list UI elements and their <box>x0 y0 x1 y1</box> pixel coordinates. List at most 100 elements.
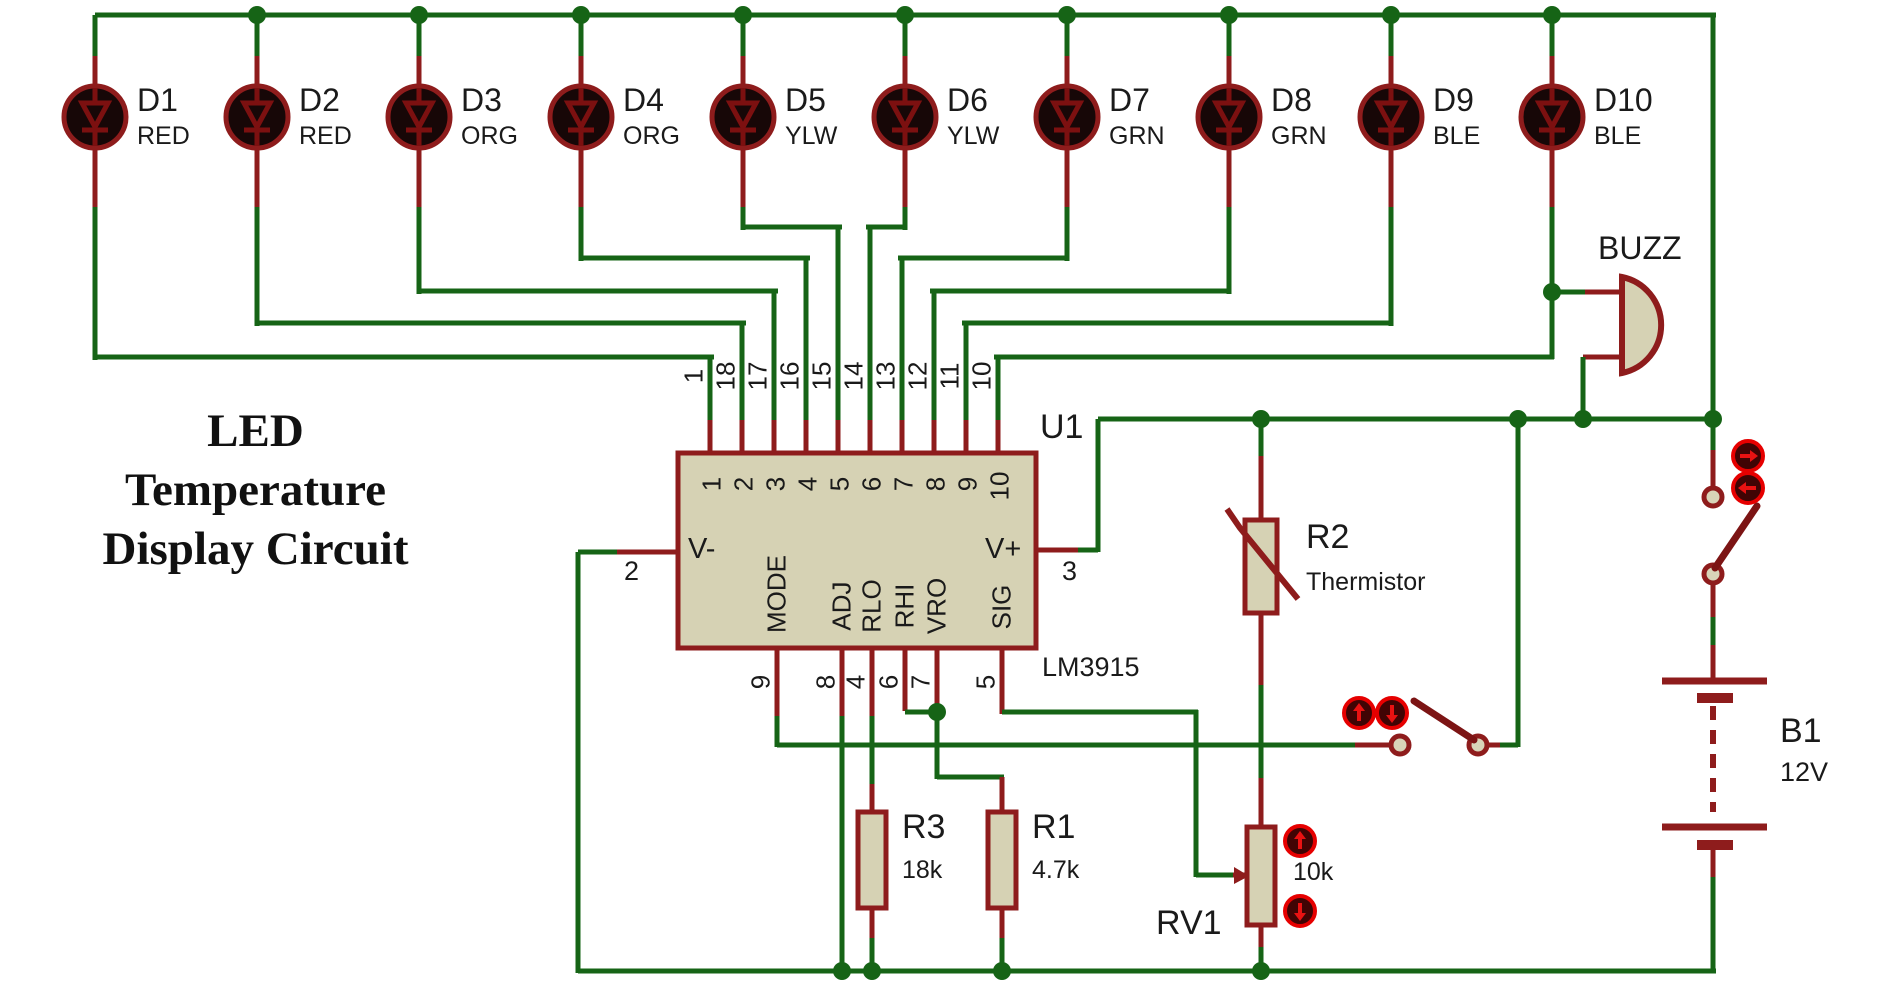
power-switch-close-button[interactable] <box>1731 439 1765 473</box>
led-d6-symbol <box>871 83 939 151</box>
ic-top-inner-10: 10 <box>984 471 1015 501</box>
top-pin-label-10: 10 <box>966 361 997 391</box>
thermistor-ref: R2 <box>1306 518 1350 556</box>
led-d1-color: RED <box>137 122 190 150</box>
top-pin-label-16: 16 <box>774 361 805 391</box>
junction-dot <box>863 962 881 980</box>
led-d5-symbol <box>709 83 777 151</box>
thermistor-value: Thermistor <box>1306 568 1426 596</box>
led-d2-ref: D2 <box>299 82 340 118</box>
led-d5-ref: D5 <box>785 82 826 118</box>
r1-value: 4.7k <box>1032 856 1080 884</box>
title-line-2: Temperature <box>124 464 387 516</box>
led-d6-color: YLW <box>947 122 1000 150</box>
led-d3-ref: D3 <box>461 82 502 118</box>
ic-top-inner-8: 8 <box>920 476 951 492</box>
ic-top-inner-7: 7 <box>888 476 919 492</box>
ic-adj-label: ADJ <box>826 581 857 631</box>
junction-dot <box>1704 410 1722 428</box>
ic-part-number: LM3915 <box>1042 652 1140 682</box>
junction-dot <box>1543 283 1561 301</box>
ic-body <box>675 450 1039 651</box>
ic-mode-label: MODE <box>761 555 792 633</box>
ic-top-inner-2: 2 <box>728 476 759 492</box>
junction-dot <box>993 962 1011 980</box>
mode-switch-contact-left <box>1388 733 1412 757</box>
led-d7-symbol <box>1033 83 1101 151</box>
junction-dot <box>1220 6 1238 24</box>
led-d8-ref: D8 <box>1271 82 1312 118</box>
ic-ref: U1 <box>1040 408 1084 446</box>
led-d6-ref: D6 <box>947 82 988 118</box>
led-d5-color: YLW <box>785 122 838 150</box>
resistor-r3-body <box>855 809 889 911</box>
junction-dot <box>1543 6 1561 24</box>
top-pin-label-12: 12 <box>902 361 933 391</box>
buzzer-ref: BUZZ <box>1598 230 1682 266</box>
pot-wiper-arrowhead <box>1234 867 1249 884</box>
junction-dot <box>410 6 428 24</box>
buzzer-body <box>1619 273 1665 377</box>
led-d1-ref: D1 <box>137 82 178 118</box>
led-d10-ref: D10 <box>1594 82 1653 118</box>
title-line-1: LED <box>207 405 304 457</box>
power-switch-lever[interactable] <box>1711 502 1761 572</box>
mode-switch-down-button[interactable] <box>1375 696 1409 730</box>
ic-top-inner-3: 3 <box>760 476 791 492</box>
bottom-pin-label-9: 9 <box>745 674 776 690</box>
junction-dot <box>1252 410 1270 428</box>
led-d3-color: ORG <box>461 122 518 150</box>
junction-dot <box>1058 6 1076 24</box>
rv1-increase-button[interactable] <box>1283 824 1317 858</box>
r1-ref: R1 <box>1032 808 1076 846</box>
ic-vminus-label: V- <box>688 533 716 565</box>
ic-vro-label: VRO <box>921 577 952 635</box>
mode-switch-up-button[interactable] <box>1342 696 1376 730</box>
led-d4-ref: D4 <box>623 82 664 118</box>
top-pin-label-14: 14 <box>838 361 869 391</box>
rv1-decrease-button[interactable] <box>1283 894 1317 928</box>
bottom-pin-label-7: 7 <box>905 674 936 690</box>
led-d4-symbol <box>547 83 615 151</box>
battery-ref: B1 <box>1780 712 1822 750</box>
ic-rlo-label: RLO <box>856 579 887 633</box>
led-d7-color: GRN <box>1109 122 1165 150</box>
led-d2-symbol <box>223 83 291 151</box>
battery-value: 12V <box>1780 757 1829 787</box>
junction-dot <box>1382 6 1400 24</box>
top-pin-label-1: 1 <box>678 368 709 384</box>
bottom-pin-label-4: 4 <box>840 674 871 690</box>
led-d9-ref: D9 <box>1433 82 1474 118</box>
junction-dot <box>248 6 266 24</box>
ic-top-inner-1: 1 <box>696 476 727 492</box>
shapes-layer <box>61 83 1767 928</box>
led-d1-symbol <box>61 83 129 151</box>
junction-dot <box>833 962 851 980</box>
top-pin-label-18: 18 <box>710 361 741 391</box>
bottom-pin-label-8: 8 <box>810 674 841 690</box>
led-d7-ref: D7 <box>1109 82 1150 118</box>
rv1-value: 10k <box>1293 858 1334 886</box>
power-switch-open-button[interactable] <box>1731 471 1765 505</box>
ic-top-inner-6: 6 <box>856 476 887 492</box>
ic-sig-label: SIG <box>986 584 1017 630</box>
thermistor-symbol-line <box>1224 507 1301 601</box>
rv1-ref: RV1 <box>1156 904 1222 942</box>
junction-dot <box>1574 410 1592 428</box>
led-d4-color: ORG <box>623 122 680 150</box>
led-d2-color: RED <box>299 122 352 150</box>
junction-dot <box>928 703 946 721</box>
top-pin-label-11: 11 <box>934 362 965 390</box>
mode-switch-lever[interactable] <box>1410 697 1478 744</box>
r3-ref: R3 <box>902 808 946 846</box>
ic-pin2-number: 2 <box>624 556 640 586</box>
thermistor-r2-body <box>1242 517 1280 616</box>
title-line-3: Display Circuit <box>102 523 409 575</box>
led-d10-symbol <box>1518 83 1586 151</box>
circuit-title: LED Temperature Display Circuit <box>28 402 483 579</box>
potentiometer-rv1-body <box>1244 824 1278 928</box>
junction-dot <box>1252 962 1270 980</box>
led-d8-color: GRN <box>1271 122 1327 150</box>
led-d8-symbol <box>1195 83 1263 151</box>
